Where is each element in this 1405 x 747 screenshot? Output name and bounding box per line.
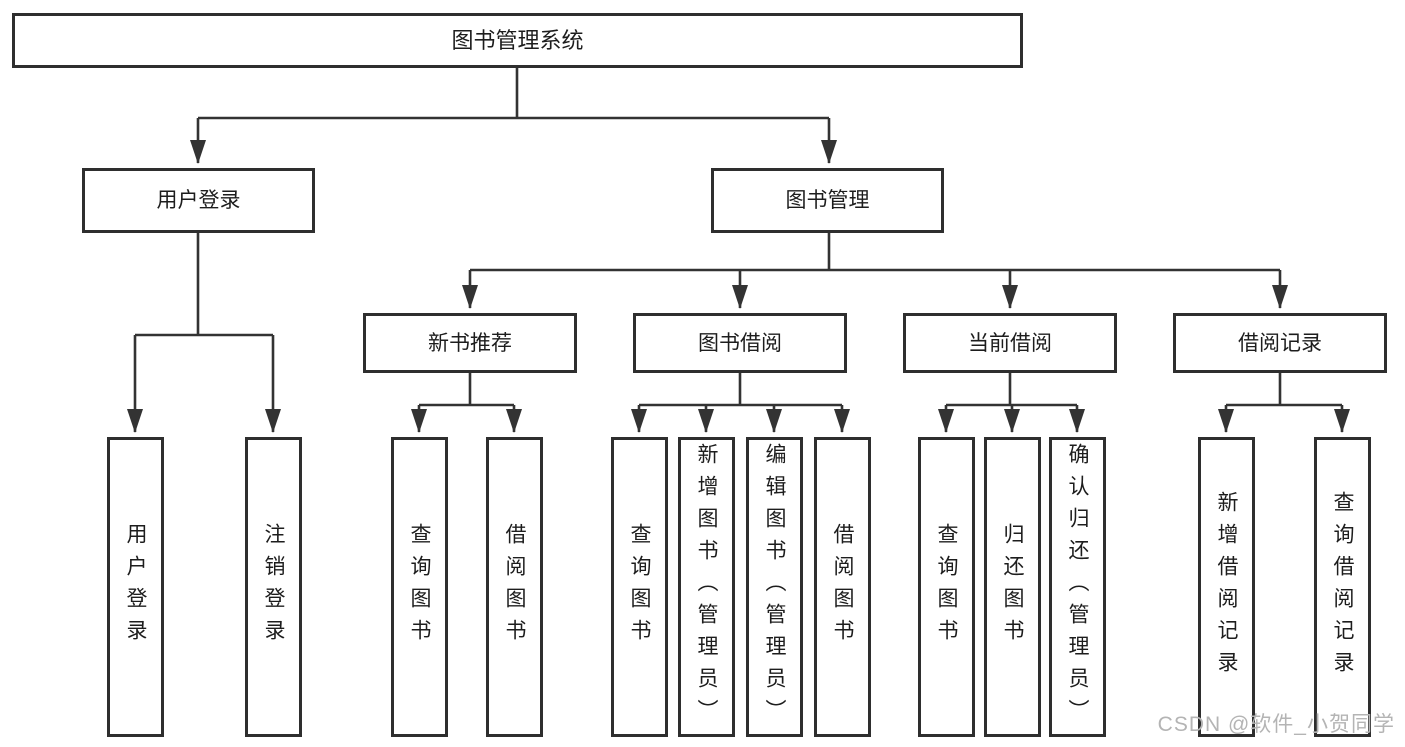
leaf-user-login: 用户登录 (107, 437, 164, 737)
leaf-record-query: 查询借阅记录 (1314, 437, 1371, 737)
leaf-borrow-book: 借阅图书 (814, 437, 871, 737)
connector-book-borrow-trunk (639, 373, 842, 407)
connector-borrow-record-trunk (1226, 373, 1342, 407)
leaf-borrow-query: 查询图书 (611, 437, 668, 737)
connector-current-borrow-trunk (946, 373, 1077, 407)
connector-new-book-trunk (419, 373, 514, 407)
node-borrow-record: 借阅记录 (1173, 313, 1387, 373)
leaf-new-book-query: 查询图书 (391, 437, 448, 737)
node-new-book: 新书推荐 (363, 313, 577, 373)
leaf-current-query: 查询图书 (918, 437, 975, 737)
node-current-borrow: 当前借阅 (903, 313, 1117, 373)
node-book-mgmt: 图书管理 (711, 168, 944, 233)
connector-user-login-trunk (135, 233, 273, 337)
node-root: 图书管理系统 (12, 13, 1023, 68)
node-book-borrow: 图书借阅 (633, 313, 847, 373)
leaf-logout: 注销登录 (245, 437, 302, 737)
leaf-borrow-add-admin: 新增图书（管理员） (678, 437, 735, 737)
leaf-record-add: 新增借阅记录 (1198, 437, 1255, 737)
leaf-new-book-borrow: 借阅图书 (486, 437, 543, 737)
leaf-current-return: 归还图书 (984, 437, 1041, 737)
leaf-borrow-edit-admin: 编辑图书（管理员） (746, 437, 803, 737)
leaf-current-confirm-admin: 确认归还（管理员） (1049, 437, 1106, 737)
node-user-login: 用户登录 (82, 168, 315, 233)
csdn-watermark: CSDN @软件_小贺同学 (1157, 713, 1395, 736)
connector-book-mgmt-trunk (470, 233, 1280, 272)
connector-root-trunk (198, 66, 829, 120)
